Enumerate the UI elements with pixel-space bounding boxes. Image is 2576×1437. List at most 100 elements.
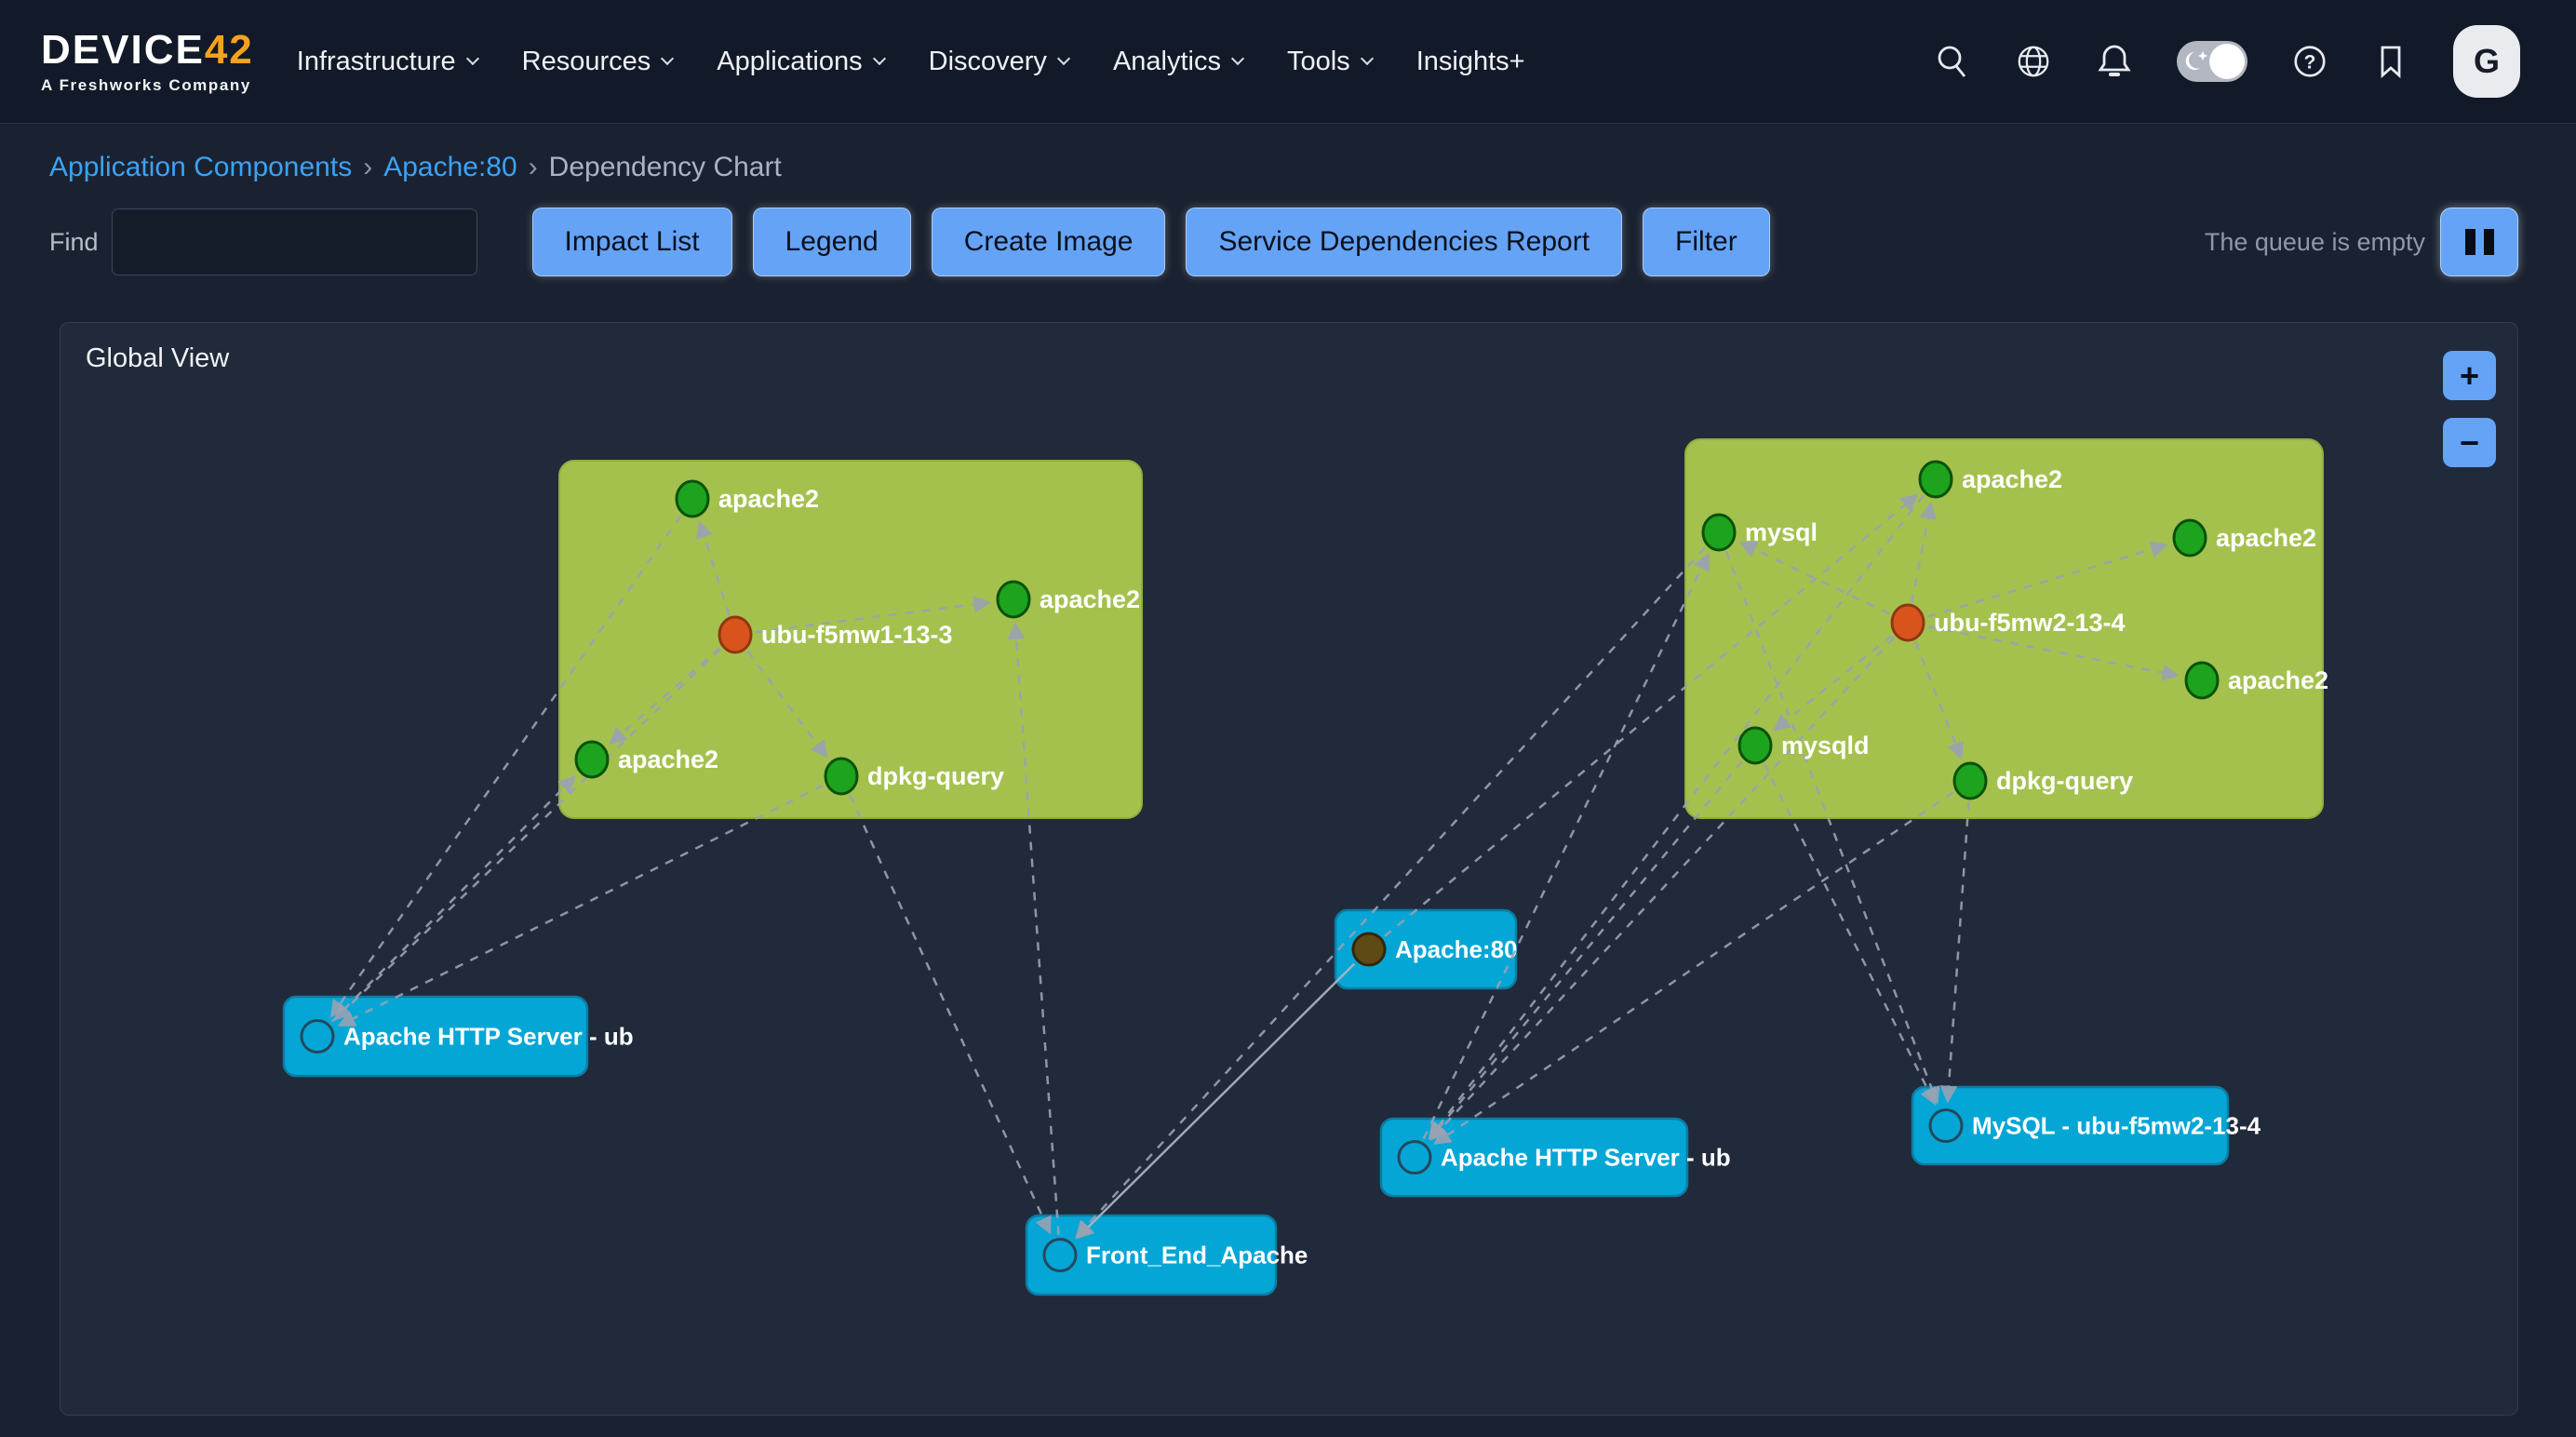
- nav-item-resources[interactable]: Resources: [522, 47, 675, 77]
- service-node-box[interactable]: [1379, 1117, 1689, 1198]
- toolbar-buttons: Impact List Legend Create Image Service Dep…: [531, 208, 1770, 276]
- breadcrumb-item-3: Dependency Chart: [548, 152, 782, 182]
- dependency-edge: [1429, 760, 1743, 1140]
- dependency-edge: [1384, 493, 1919, 937]
- service-node-box[interactable]: [282, 995, 589, 1078]
- device42-logo[interactable]: DEVICE42 A Freshworks Company: [41, 27, 254, 94]
- pause-queue-button[interactable]: [2440, 208, 2518, 276]
- process-node-label: dpkg-query: [867, 762, 1004, 790]
- filter-button[interactable]: Filter: [1643, 208, 1770, 276]
- service-node[interactable]: Apache HTTP Server - ub: [282, 995, 634, 1078]
- nav-item-applications[interactable]: Applications: [717, 47, 886, 77]
- queue-status-text: The queue is empty: [2204, 227, 2425, 256]
- dependency-edge: [1433, 791, 1954, 1145]
- dependency-edge: [1939, 800, 1970, 1104]
- dependency-edge: [1428, 494, 1925, 1140]
- toggle-knob: [2209, 44, 2245, 79]
- breadcrumb-item-2[interactable]: Apache:80: [383, 152, 517, 182]
- process-node-label: ubu-f5mw2-13-4: [1934, 609, 2126, 637]
- dependency-edge: [849, 794, 1052, 1235]
- service-node-dot: [1351, 932, 1387, 967]
- bell-icon[interactable]: [2096, 43, 2133, 80]
- panel-title: Global View: [86, 343, 230, 373]
- dependency-edge: [1429, 637, 1896, 1141]
- service-node[interactable]: Apache HTTP Server - ub: [1379, 1117, 1731, 1198]
- nav-item-tools[interactable]: Tools: [1287, 47, 1374, 77]
- dependency-edge: [1076, 962, 1356, 1240]
- service-node-label: MySQL - ubu-f5mw2-13-4: [1972, 1112, 2261, 1140]
- process-node-label: dpkg-query: [1996, 767, 2133, 795]
- dependency-edge: [755, 596, 992, 634]
- service-dependencies-report-button[interactable]: Service Dependencies Report: [1186, 208, 1623, 276]
- process-node-label: apache2: [1040, 585, 1140, 613]
- chevron-down-icon: [1230, 51, 1245, 66]
- create-image-button[interactable]: Create Image: [931, 208, 1166, 276]
- pause-icon: [2464, 229, 2475, 255]
- service-node[interactable]: Front_End_Apache: [1025, 1214, 1308, 1296]
- process-node[interactable]: [2172, 518, 2207, 557]
- dependency-cluster: [558, 460, 1143, 819]
- help-icon[interactable]: ?: [2291, 43, 2328, 80]
- process-node-label: mysql: [1745, 518, 1818, 546]
- service-node-box[interactable]: [1334, 908, 1518, 990]
- zoom-in-button[interactable]: +: [2443, 351, 2496, 400]
- process-node[interactable]: [1737, 726, 1773, 765]
- process-node[interactable]: [2184, 661, 2220, 700]
- service-node-label: Front_End_Apache: [1086, 1242, 1308, 1269]
- dependency-edge: [337, 784, 824, 1027]
- impact-list-button[interactable]: Impact List: [531, 208, 732, 276]
- chevron-down-icon: [1360, 51, 1374, 66]
- breadcrumb: Application Components › Apache:80 › Depende…: [49, 152, 2576, 183]
- avatar-letter: G: [2473, 42, 2500, 80]
- dependency-edge: [1007, 622, 1060, 1235]
- top-navbar: DEVICE42 A Freshworks Company Infrastruc…: [0, 0, 2576, 124]
- process-node[interactable]: [718, 615, 753, 654]
- process-node[interactable]: [1890, 603, 1925, 642]
- logo-text: DEVICE42: [41, 27, 254, 73]
- dependency-edge: [329, 515, 682, 1018]
- navbar-right: ? G: [1934, 25, 2520, 98]
- avatar[interactable]: G: [2453, 25, 2520, 98]
- service-node[interactable]: Apache:80: [1334, 908, 1518, 990]
- process-node-label: mysqld: [1781, 732, 1870, 759]
- process-node[interactable]: [996, 580, 1031, 619]
- globe-icon[interactable]: [2015, 43, 2052, 80]
- process-node[interactable]: [675, 479, 710, 518]
- nav-item-insights-[interactable]: Insights+: [1415, 46, 1525, 76]
- chevron-down-icon: [872, 51, 886, 66]
- dependency-cluster: [1684, 438, 2324, 819]
- service-node-label: Apache HTTP Server - ub: [1441, 1144, 1731, 1172]
- process-node[interactable]: [824, 757, 859, 796]
- service-node[interactable]: MySQL - ubu-f5mw2-13-4: [1911, 1085, 2261, 1166]
- breadcrumb-separator: ›: [363, 152, 373, 182]
- theme-toggle[interactable]: [2177, 41, 2247, 82]
- process-node[interactable]: [1701, 513, 1737, 552]
- dependency-edge: [1738, 542, 1890, 615]
- service-node-box[interactable]: [1911, 1085, 2230, 1166]
- dependency-edge: [1926, 541, 2168, 618]
- nav-item-analytics[interactable]: Analytics: [1113, 47, 1245, 77]
- service-node-dot: [1042, 1238, 1078, 1272]
- zoom-out-button[interactable]: −: [2443, 418, 2496, 467]
- dependency-edge: [1913, 641, 1964, 760]
- breadcrumb-separator: ›: [528, 152, 538, 182]
- process-node-label: apache2: [718, 485, 819, 513]
- service-node-dot: [1928, 1108, 1964, 1143]
- nav-item-discovery[interactable]: Discovery: [929, 47, 1071, 77]
- process-node[interactable]: [1952, 761, 1988, 800]
- process-node-label: apache2: [2228, 666, 2328, 694]
- nav-item-infrastructure[interactable]: Infrastructure: [297, 47, 479, 77]
- search-icon[interactable]: [1934, 43, 1971, 80]
- find-input[interactable]: [111, 208, 477, 275]
- legend-button[interactable]: Legend: [752, 208, 911, 276]
- breadcrumb-item-1[interactable]: Application Components: [49, 152, 353, 182]
- dependency-edge: [333, 648, 722, 1021]
- process-node[interactable]: [574, 740, 610, 779]
- dependency-edge: [1724, 551, 1940, 1105]
- service-node-dot: [1397, 1140, 1432, 1175]
- process-node[interactable]: [1918, 460, 1953, 499]
- bookmark-icon[interactable]: [2372, 43, 2409, 80]
- service-node-dot: [300, 1019, 335, 1054]
